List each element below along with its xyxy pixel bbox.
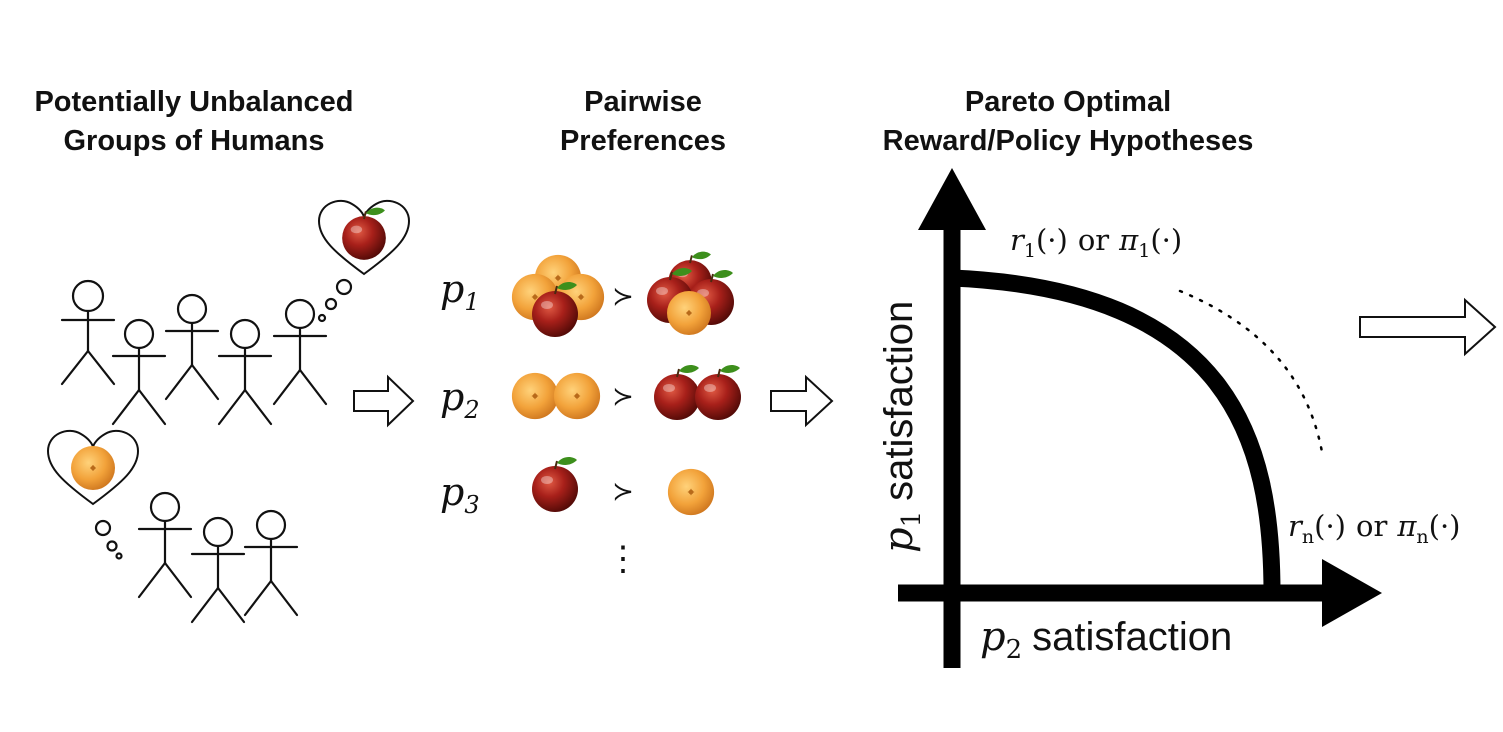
groups-title-line2: Groups of Humans [63,125,324,157]
succ-symbol: ≻ [612,477,634,507]
stick-figure [272,298,328,406]
x-axis-arrowhead [1322,559,1382,627]
apples-cluster-icon [646,250,735,336]
heart-orange-icon [46,429,140,506]
pareto-front-dotted-arc [1178,289,1324,454]
groups-title-line1: Potentially Unbalanced [34,86,353,118]
flow-arrow-icon [1359,297,1497,357]
pareto-axes [898,168,1382,668]
pareto-title-line2: Reward/Policy Hypotheses [883,125,1254,157]
y-axis-arrowhead [918,168,986,230]
human-group-upper [60,199,411,426]
succ-symbol: ≻ [612,382,634,412]
orange-icon [667,468,715,516]
pareto-title-line1: Pareto Optimal [965,86,1171,118]
prefs-title-line1: Pairwise [584,86,702,118]
pareto-front-curve [951,269,1281,594]
stick-figure [60,279,116,386]
heart-apple-icon [317,199,411,276]
oranges-cluster-icon [511,254,605,338]
succ-symbol: ≻ [612,282,634,312]
stick-figure [137,491,193,599]
flow-arrow-icon [770,374,834,428]
y-axis-label: p1satisfaction [876,301,927,553]
human-group-lower [46,429,299,624]
stick-figure [190,516,246,624]
pref-label-1: p1 [440,267,480,316]
pref-label-3: p3 [440,470,480,519]
thought-bubble-dot [106,540,118,552]
pref-label-2: p2 [440,375,480,424]
continuation-dots: ⋮ [606,539,640,579]
flow-arrow-icon [353,374,415,428]
prefs-title-line2: Preferences [560,125,726,157]
thought-bubble-dot [115,552,123,560]
thought-bubble-dot [317,313,327,323]
stick-figure [217,318,273,426]
stick-figure [111,318,167,426]
thought-bubble-dot [335,278,353,296]
stick-figure [164,293,220,401]
two-apples-icon [653,363,742,421]
stick-figure [243,509,299,617]
apple-icon [531,455,579,513]
two-oranges-icon [511,372,601,420]
thought-bubble-dot [324,297,338,311]
thought-bubble-dot [94,519,112,537]
